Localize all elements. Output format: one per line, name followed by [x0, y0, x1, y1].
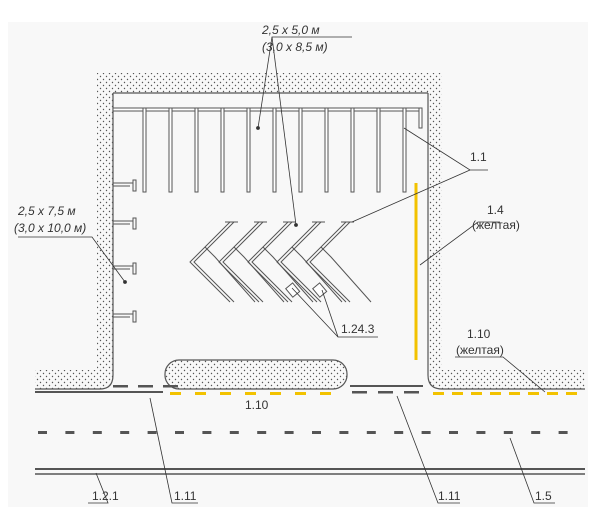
- angled-stall-divider: [262, 246, 314, 303]
- dash-1-11-right: [352, 391, 367, 394]
- dash-1-5-center: [312, 431, 321, 434]
- angled-stall-divider: [233, 246, 285, 303]
- dash-1-10-yellow: [195, 392, 206, 395]
- road-dashes: [38, 385, 577, 434]
- dash-1-5-center: [38, 431, 47, 434]
- angled-stall: [276, 221, 325, 303]
- label-1-11-left: 1.11: [174, 489, 197, 503]
- label-top-size: 2,5 х 5,0 м: [262, 23, 320, 37]
- stall-divider: [194, 107, 199, 193]
- angled-stall-divider: [204, 246, 256, 303]
- dash-1-10-yellow: [295, 392, 306, 395]
- leader-lines: [18, 36, 555, 504]
- stall-divider: [142, 107, 147, 193]
- label-1-10-center: 1.10: [245, 398, 269, 412]
- background: [8, 22, 588, 507]
- parking-tee: [113, 179, 137, 192]
- dash-1-5-center: [120, 431, 130, 434]
- traffic-island: [164, 359, 348, 390]
- stall-top-line: [112, 107, 423, 112]
- stall-divider: [298, 107, 303, 193]
- dash-1-5-center: [92, 431, 102, 434]
- dash-1-10-yellow: [490, 392, 501, 395]
- dash-1-11-left: [163, 385, 178, 388]
- dash-1-10-yellow: [452, 392, 463, 395]
- label-1-4-note: (желтая): [472, 218, 520, 232]
- dash-1-5-center: [421, 431, 431, 434]
- top-parking-stalls: [112, 107, 423, 193]
- stall-divider: [350, 107, 355, 193]
- angled-stall-divider: [320, 246, 372, 303]
- stall-divider: [168, 107, 173, 193]
- angled-stall: [189, 221, 238, 303]
- label-top-size-alt: (3,0 х 8,5 м): [262, 40, 328, 54]
- stall-end: [418, 107, 423, 129]
- label-1-10-right: 1.10: [467, 327, 491, 341]
- dash-1-11-left: [138, 385, 153, 388]
- dash-1-5-center: [558, 431, 568, 434]
- label-1-4: 1.4: [487, 203, 504, 217]
- label-1-24-3: 1.24.3: [341, 322, 375, 336]
- angled-stall-divider: [291, 246, 343, 303]
- label-1-1: 1.1: [470, 150, 487, 164]
- label-1-10-right-note: (желтая): [456, 343, 504, 357]
- dash-1-5-center: [147, 431, 157, 434]
- dash-1-5-center: [284, 431, 294, 434]
- dash-1-5-center: [503, 431, 513, 434]
- dash-1-5-center: [257, 431, 267, 434]
- stall-divider: [220, 107, 225, 193]
- dash-1-5-center: [339, 431, 349, 434]
- dash-1-10-yellow: [528, 392, 539, 395]
- angled-stall: [305, 221, 354, 303]
- dash-1-10-yellow: [471, 392, 482, 395]
- stall-divider: [402, 107, 407, 193]
- label-left-size: 2,5 х 7,5 м: [18, 204, 76, 218]
- parking-tee: [113, 217, 137, 230]
- dash-1-5-center: [531, 431, 541, 434]
- curb-edge-right: [427, 93, 585, 390]
- dash-1-5-center: [476, 431, 486, 434]
- curb-edge-left: [35, 93, 114, 390]
- road: [35, 385, 585, 475]
- dash-1-10-yellow: [566, 392, 577, 395]
- angled-stall: [218, 221, 267, 303]
- stall-divider: [324, 107, 329, 193]
- stall-divider: [376, 107, 381, 193]
- angled-stall: [247, 221, 296, 303]
- angled-parking-stalls: [189, 221, 372, 303]
- label-1-11-right: 1.11: [438, 489, 461, 503]
- dash-1-11-right: [378, 391, 393, 394]
- label-1-2-1: 1.2.1: [92, 489, 119, 503]
- dash-1-10-yellow: [245, 392, 256, 395]
- dash-1-11-left: [113, 385, 128, 388]
- dash-1-5-center: [394, 431, 404, 434]
- parking-tee: [113, 310, 137, 323]
- stall-divider: [272, 107, 277, 193]
- dash-1-11-right: [404, 391, 419, 394]
- dash-1-10-yellow: [220, 392, 231, 395]
- dash-1-10-yellow: [509, 392, 520, 395]
- dash-1-10-yellow: [433, 392, 444, 395]
- dash-1-5-center: [449, 431, 458, 434]
- dash-1-5-center: [229, 431, 239, 434]
- dash-1-5-center: [366, 431, 376, 434]
- dash-1-5-center: [175, 431, 184, 434]
- left-parking-tees: [113, 179, 137, 323]
- label-left-size-alt: (3,0 х 10,0 м): [14, 221, 87, 235]
- dash-1-10-yellow: [170, 392, 181, 395]
- dash-1-10-yellow: [547, 392, 558, 395]
- dash-1-10-yellow: [320, 392, 331, 395]
- label-1-5: 1.5: [535, 489, 552, 503]
- dash-1-5-center: [65, 431, 75, 434]
- dash-1-10-yellow: [270, 392, 281, 395]
- dash-1-5-center: [202, 431, 212, 434]
- stall-divider: [246, 107, 251, 193]
